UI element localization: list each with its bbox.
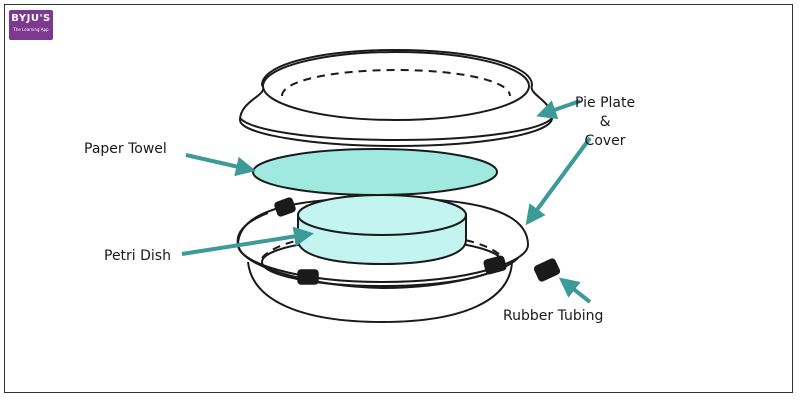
- label-pie-plate-line2: &: [599, 114, 611, 130]
- pie-plate-cover: [238, 48, 554, 148]
- arrow-paper-towel: [185, 153, 256, 177]
- logo-subtext: The Learning App: [13, 27, 49, 32]
- tube-joint-center: [297, 269, 319, 285]
- byjus-logo: BYJU'S The Learning App: [9, 10, 53, 40]
- arrow-pie-cover: [536, 99, 581, 120]
- tube-joint-left: [274, 197, 296, 217]
- arrow-pie-base: [525, 136, 592, 226]
- label-paper-towel: Paper Towel: [84, 141, 167, 157]
- label-pie-plate-cover: Pie Plate & Cover: [575, 94, 635, 151]
- rubber-tubing-piece: [533, 258, 561, 282]
- label-pie-plate-line1: Pie Plate: [575, 95, 636, 111]
- petri-dish: [297, 194, 467, 266]
- arrow-petri-dish: [181, 226, 314, 256]
- arrow-rubber-tubing: [558, 277, 592, 304]
- tube-joint-right: [483, 255, 507, 275]
- diagram-frame: [4, 4, 793, 393]
- paper-towel: [252, 148, 498, 196]
- label-pie-plate-line3: Cover: [584, 133, 626, 149]
- rubber-tubing-ring: [236, 212, 519, 290]
- label-petri-dish: Petri Dish: [104, 248, 171, 264]
- label-rubber-tubing: Rubber Tubing: [503, 308, 604, 324]
- logo-text: BYJU'S: [11, 13, 51, 24]
